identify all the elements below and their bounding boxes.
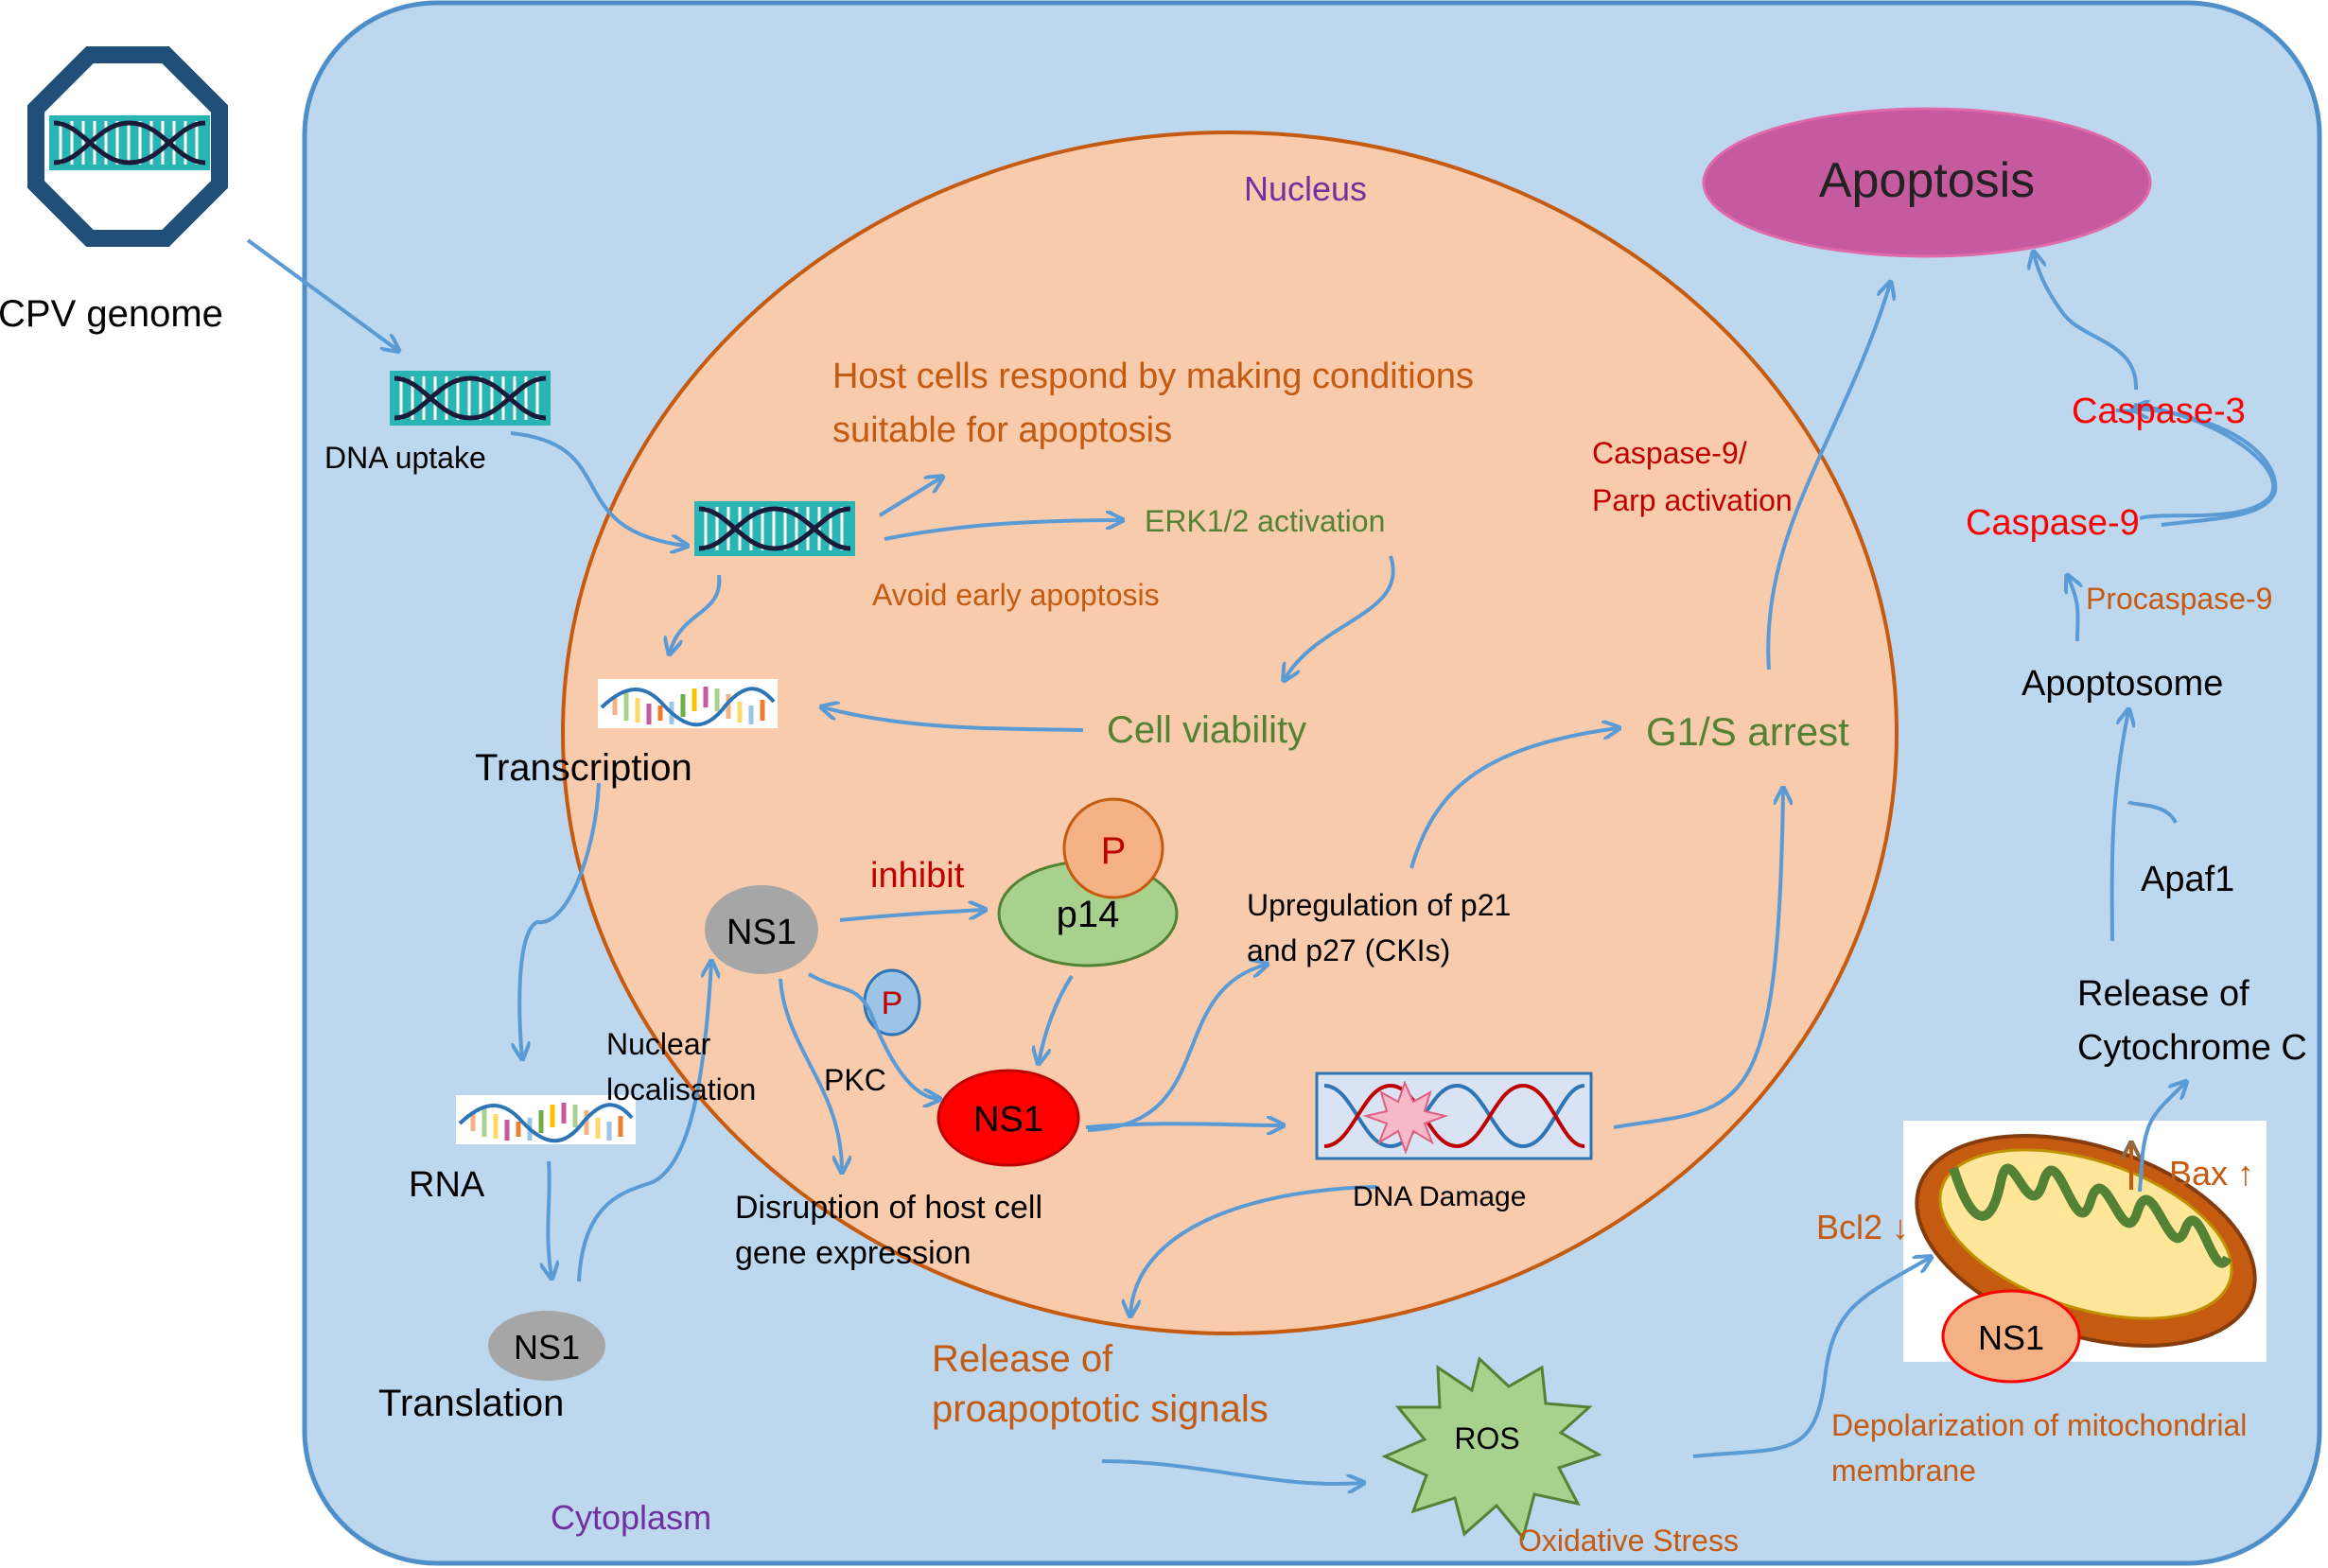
label-disruption-2: gene expression bbox=[735, 1235, 971, 1271]
label-caspase9-parp-2: Parp activation bbox=[1592, 483, 1793, 517]
label-disruption-1: Disruption of host cell bbox=[735, 1190, 1042, 1226]
label-nuclear-loc-2: localisation bbox=[606, 1072, 756, 1106]
label-avoid-early-apoptosis: Avoid early apoptosis bbox=[872, 578, 1160, 612]
label-host-response-2: suitable for apoptosis bbox=[832, 410, 1172, 450]
dna-helix-icon bbox=[390, 371, 551, 426]
label-apoptosis: Apoptosis bbox=[1819, 153, 2035, 208]
label-inhibit: inhibit bbox=[870, 856, 965, 896]
rna-strand-icon bbox=[598, 679, 778, 728]
label-rna: RNA bbox=[409, 1165, 485, 1205]
label-procaspase9: Procaspase-9 bbox=[2086, 582, 2272, 616]
label-p-p14: P bbox=[1101, 830, 1127, 872]
label-ns1-red: NS1 bbox=[973, 1100, 1043, 1140]
label-caspase3: Caspase-3 bbox=[2072, 392, 2246, 431]
label-erk-activation: ERK1/2 activation bbox=[1145, 504, 1385, 538]
label-dna-damage: DNA Damage bbox=[1353, 1181, 1526, 1212]
ns1-node-translation bbox=[488, 1311, 605, 1381]
label-bcl2: Bcl2 ↓ bbox=[1816, 1208, 1909, 1246]
label-cytoplasm: Cytoplasm bbox=[551, 1498, 711, 1537]
label-caspase9: Caspase-9 bbox=[1966, 503, 2140, 543]
label-nuclear-loc-1: Nuclear bbox=[606, 1027, 711, 1061]
label-bax: Bax ↑ bbox=[2169, 1154, 2254, 1193]
label-p14: p14 bbox=[1057, 894, 1120, 935]
ns1-node-nucleus-gray bbox=[705, 885, 818, 974]
label-transcription: Transcription bbox=[475, 747, 692, 789]
label-nucleus: Nucleus bbox=[1244, 169, 1367, 208]
label-release-pro-2: proapoptotic signals bbox=[932, 1388, 1269, 1430]
label-p-pkc: P bbox=[882, 985, 903, 1021]
ros-star bbox=[1381, 1356, 1602, 1542]
label-g1s-arrest: G1/S arrest bbox=[1646, 709, 1849, 754]
label-host-response-1: Host cells respond by making conditions bbox=[832, 357, 1474, 396]
label-upregulation-2: and p27 (CKIs) bbox=[1247, 933, 1450, 967]
apoptosis-node bbox=[1702, 107, 2152, 258]
label-upregulation-1: Upregulation of p21 bbox=[1247, 888, 1511, 922]
ns1-node-mitochondrion bbox=[1941, 1289, 2081, 1384]
label-release-cyt-1: Release of bbox=[2077, 974, 2249, 1014]
label-release-cyt-2: Cytochrome C bbox=[2077, 1028, 2307, 1068]
ns1-node-red bbox=[936, 1069, 1080, 1167]
dna-helix-icon bbox=[694, 501, 855, 556]
pathway-arrows bbox=[246, 238, 2278, 1484]
label-ns1-gray: NS1 bbox=[726, 913, 796, 952]
label-cpv-genome: CPV genome bbox=[0, 293, 223, 335]
label-apaf1: Apaf1 bbox=[2141, 860, 2234, 899]
virus-capsid-icon bbox=[27, 46, 228, 247]
label-cell-viability: Cell viability bbox=[1107, 709, 1306, 751]
label-caspase9-parp-1: Caspase-9/ bbox=[1592, 436, 1747, 470]
phospho-p14 bbox=[1062, 797, 1164, 899]
label-ros: ROS bbox=[1454, 1421, 1519, 1455]
label-release-pro-1: Release of bbox=[932, 1338, 1113, 1380]
label-depolarization-2: membrane bbox=[1831, 1454, 1976, 1488]
label-ns1-mitochondrion: NS1 bbox=[1978, 1318, 2044, 1357]
label-pkc: PKC bbox=[824, 1063, 886, 1097]
label-dna-uptake: DNA uptake bbox=[324, 441, 486, 475]
damaged-dna-icon bbox=[1315, 1071, 1593, 1160]
label-oxidative-stress: Oxidative Stress bbox=[1518, 1524, 1739, 1558]
label-apoptosome: Apoptosome bbox=[2022, 664, 2223, 704]
label-ns1-translation: NS1 bbox=[514, 1328, 580, 1367]
label-translation: Translation bbox=[378, 1383, 564, 1424]
label-depolarization-1: Depolarization of mitochondrial bbox=[1831, 1408, 2247, 1442]
